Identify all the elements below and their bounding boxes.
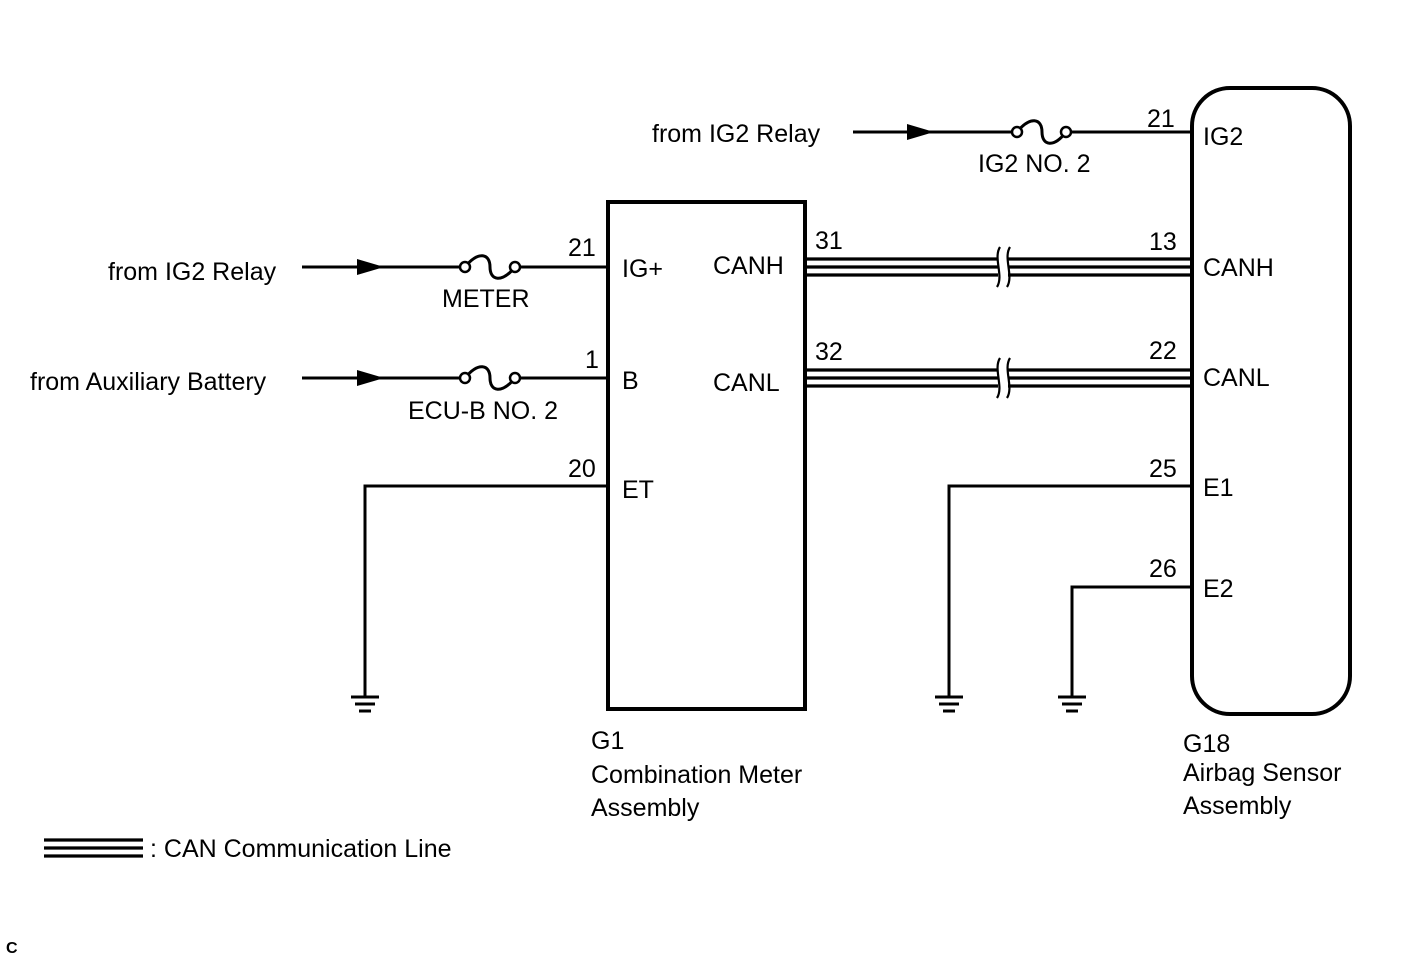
pin-label-b: B [622, 367, 639, 395]
airbag-name-line2: Assembly [1183, 792, 1292, 820]
meter-code: G1 [591, 727, 624, 755]
canh-bus-line [805, 246, 1192, 288]
ig-plus-supply-line [302, 254, 608, 280]
airbag-sensor-box [1190, 86, 1352, 716]
pin-number-ig-plus: 21 [568, 234, 596, 262]
corner-mark: C [6, 940, 18, 957]
meter-name-line1: Combination Meter [591, 761, 802, 789]
source-ig2-relay-top: from IG2 Relay [652, 120, 821, 148]
fuse-ecu-b-no2-label: ECU-B NO. 2 [408, 397, 558, 425]
pin-number-ig2: 21 [1147, 105, 1175, 133]
pin-label-e2: E2 [1203, 575, 1234, 603]
pin-label-e1: E1 [1203, 474, 1234, 502]
meter-name-line2: Assembly [591, 794, 700, 822]
ig2-supply-line [853, 119, 1192, 145]
arrow-icon [357, 370, 384, 386]
airbag-code: G18 [1183, 730, 1230, 758]
arrow-icon [907, 124, 934, 140]
ground-icon [1058, 695, 1086, 713]
pin-number-e1: 25 [1149, 455, 1177, 483]
legend-text: : CAN Communication Line [150, 835, 452, 863]
pin-label-airbag-canh: CANH [1203, 254, 1274, 282]
fuse-icon [1010, 119, 1073, 145]
line-break-icon [996, 357, 1011, 399]
pin-number-e2: 26 [1149, 555, 1177, 583]
ground-icon [935, 695, 963, 713]
pin-number-et: 20 [568, 455, 596, 483]
pin-label-ig2: IG2 [1203, 123, 1243, 151]
ground-icon [351, 695, 379, 713]
combination-meter-box [606, 200, 807, 711]
can-line-legend-symbol [44, 838, 143, 858]
fuse-ig2-no2-label: IG2 NO. 2 [978, 150, 1091, 178]
fuse-meter-label: METER [442, 285, 530, 313]
source-aux-battery: from Auxiliary Battery [30, 368, 267, 396]
fuse-icon [458, 365, 522, 391]
e1-ground-line [935, 484, 1192, 713]
pin-number-airbag-canh: 13 [1149, 228, 1177, 256]
canl-bus-line [805, 357, 1192, 399]
line-break-icon [996, 246, 1011, 288]
pin-label-meter-canl: CANL [713, 369, 780, 397]
pin-number-meter-canh: 31 [815, 227, 843, 255]
source-ig2-relay-left: from IG2 Relay [108, 258, 277, 286]
et-ground-line [351, 484, 608, 713]
pin-number-b: 1 [585, 346, 599, 374]
pin-number-airbag-canl: 22 [1149, 337, 1177, 365]
arrow-icon [357, 259, 384, 275]
pin-label-meter-canh: CANH [713, 252, 784, 280]
pin-label-airbag-canl: CANL [1203, 364, 1270, 392]
fuse-icon [458, 254, 522, 280]
airbag-name-line1: Airbag Sensor [1183, 759, 1341, 787]
b-supply-line [302, 365, 608, 391]
e2-ground-line [1058, 585, 1192, 713]
pin-label-ig-plus: IG+ [622, 255, 663, 283]
pin-label-et: ET [622, 476, 654, 504]
pin-number-meter-canl: 32 [815, 338, 843, 366]
